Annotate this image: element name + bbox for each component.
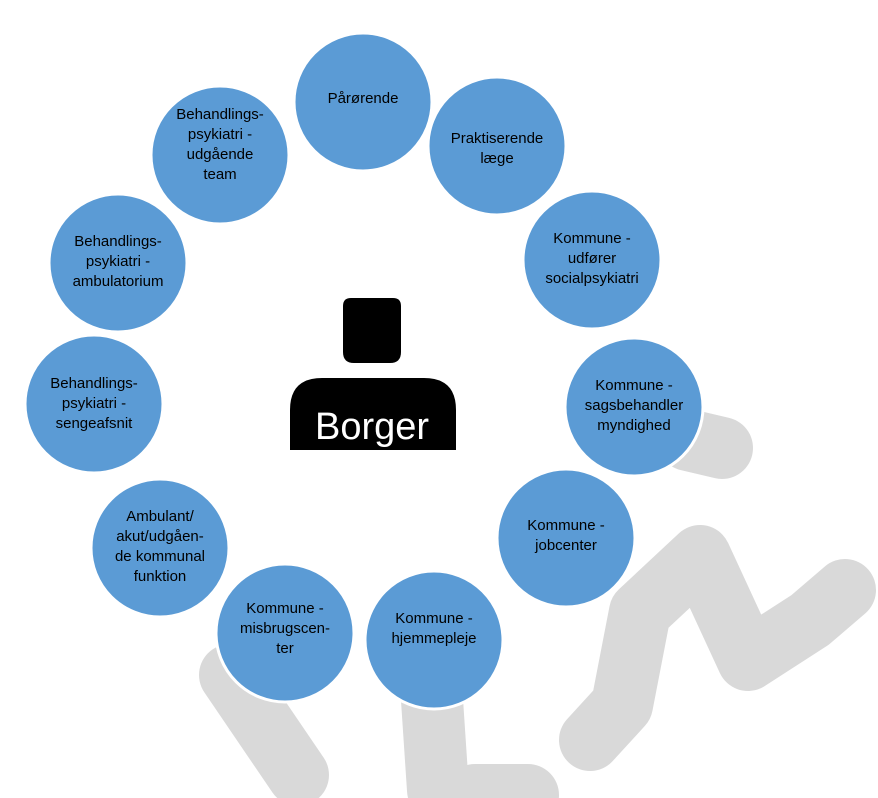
node-label-line: psykiatri - xyxy=(188,126,252,143)
node-label-line: Behandlings- xyxy=(176,106,264,123)
node-label-line: udgående xyxy=(187,146,254,163)
node-label-line: ter xyxy=(276,640,294,657)
node-label-line: misbrugscen- xyxy=(240,620,330,637)
node-label-line: de kommunal xyxy=(115,548,205,565)
node-label-line: Kommune - xyxy=(527,517,605,534)
node-label-line: akut/udgåen- xyxy=(116,528,204,545)
node-label-line: sengeafsnit xyxy=(56,415,134,432)
node-kommune-sagsbehandler: Kommune - sagsbehandler myndighed xyxy=(563,336,705,478)
node-label-line: funktion xyxy=(134,568,187,585)
center-label: Borger xyxy=(315,406,429,448)
node-label-line: Kommune - xyxy=(395,610,473,627)
node-circle xyxy=(89,477,231,619)
node-circle xyxy=(563,336,705,478)
node-label-line: læge xyxy=(480,150,513,167)
node-kommune-misbrugscenter: Kommune - misbrugscen-ter xyxy=(214,562,356,704)
node-circle xyxy=(23,333,165,475)
node-kommune-socialpsykiatri: Kommune - udfører socialpsykiatri xyxy=(521,189,663,331)
node-circle xyxy=(363,569,505,711)
node-label-line: psykiatri - xyxy=(62,395,126,412)
node-label-line: socialpsykiatri xyxy=(545,270,638,287)
node-label-line: Pårørende xyxy=(328,90,399,107)
node-behandlingspsykiatri-team: Behandlings-psykiatri - udgående team xyxy=(149,84,291,226)
node-circle xyxy=(149,84,291,226)
node-circle xyxy=(47,192,189,334)
node-label-line: psykiatri - xyxy=(86,253,150,270)
node-label-line: Behandlings- xyxy=(74,233,162,250)
node-kommune-jobcenter: Kommune - jobcenter xyxy=(495,467,637,609)
node-label-line: hjemmepleje xyxy=(391,630,476,647)
node-behandlingspsykiatri-sengeafsnit: Behandlings-psykiatri - sengeafsnit xyxy=(23,333,165,475)
node-circle xyxy=(521,189,663,331)
node-label-line: sagsbehandler xyxy=(585,397,683,414)
node-circle xyxy=(214,562,356,704)
person-icon xyxy=(290,298,456,450)
node-circle xyxy=(292,31,434,173)
node-label-line: udfører xyxy=(568,250,616,267)
node-label-line: Praktiserende xyxy=(451,130,544,147)
node-label-line: Kommune - xyxy=(553,230,631,247)
node-ambulant-funktion: Ambulant/akut/udgåen-de kommunal funktion xyxy=(89,477,231,619)
node-label-line: Kommune - xyxy=(246,600,324,617)
node-kommune-hjemmepleje: Kommune - hjemmepleje xyxy=(363,569,505,711)
node-label-line: Behandlings- xyxy=(50,375,138,392)
center-group: Borger xyxy=(290,298,456,450)
node-circle xyxy=(426,75,568,217)
node-label-line: myndighed xyxy=(597,417,670,434)
node-label-line: ambulatorium xyxy=(73,273,164,290)
node-label-line: Kommune - xyxy=(595,377,673,394)
node-paaroerende: Pårørende xyxy=(292,31,434,173)
node-label-line: jobcenter xyxy=(534,537,597,554)
node-label-line: Ambulant/ xyxy=(126,508,194,525)
node-circle xyxy=(495,467,637,609)
node-praktiserende-laege: Praktiserende læge xyxy=(426,75,568,217)
node-label-line: team xyxy=(203,166,236,183)
node-behandlingspsykiatri-ambulatorium: Behandlings-psykiatri - ambulatorium xyxy=(47,192,189,334)
